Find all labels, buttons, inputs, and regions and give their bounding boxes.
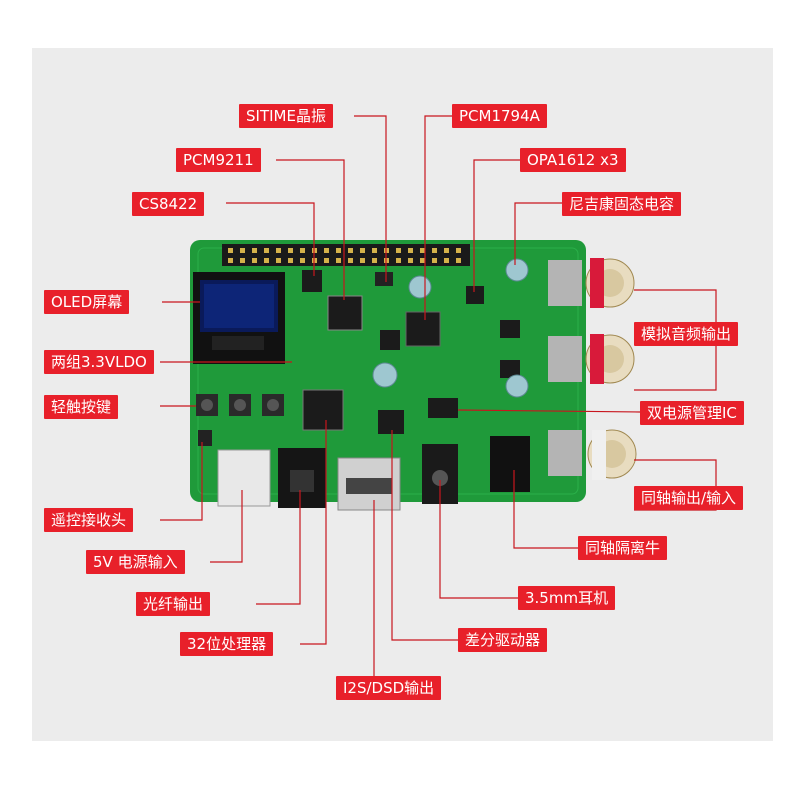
rca-jack-right bbox=[548, 334, 635, 384]
gpio-header bbox=[222, 244, 470, 266]
line-dual-power bbox=[457, 409, 641, 413]
label-headphone: 3.5mm耳机 bbox=[518, 586, 616, 610]
opa-chip-1 bbox=[466, 286, 484, 304]
line-coax-iso bbox=[513, 470, 578, 549]
line-headphone bbox=[439, 480, 518, 599]
label-nichicon: 尼吉康固态电容 bbox=[562, 192, 682, 216]
label-cs8422: CS8422 bbox=[132, 192, 205, 216]
capacitor bbox=[505, 374, 529, 398]
label-ldo: 两组3.3VLDO bbox=[44, 350, 154, 374]
cpu-chip bbox=[302, 389, 344, 431]
diff-driver-chip bbox=[378, 410, 404, 434]
label-oled: OLED屏幕 bbox=[44, 290, 130, 314]
line-cpu bbox=[300, 420, 327, 645]
line-opa1612 bbox=[473, 159, 520, 292]
power-jack bbox=[217, 449, 271, 507]
line-cs8422 bbox=[226, 202, 315, 276]
sitime-crystal bbox=[375, 272, 393, 286]
ldo-chip bbox=[380, 330, 400, 350]
label-pcm1794a: PCM1794A bbox=[452, 104, 547, 128]
line-pcm9211 bbox=[276, 159, 345, 300]
rca-jack-left bbox=[548, 258, 635, 308]
line-pcm1794a bbox=[424, 115, 452, 320]
label-diff: 差分驱动器 bbox=[458, 628, 548, 652]
rca-jack-coax bbox=[548, 429, 637, 480]
line-sitime bbox=[354, 115, 387, 282]
line-nichicon bbox=[514, 202, 562, 265]
line-power bbox=[210, 490, 243, 563]
label-pcm9211: PCM9211 bbox=[176, 148, 261, 172]
capacitor bbox=[505, 258, 529, 282]
line-optical bbox=[256, 490, 301, 605]
label-opa1612: OPA1612 x3 bbox=[520, 148, 626, 172]
line-coax bbox=[634, 459, 717, 511]
line-ir bbox=[160, 442, 203, 521]
label-optical: 光纤输出 bbox=[136, 592, 211, 616]
label-analog-out: 模拟音频输出 bbox=[634, 322, 739, 346]
cs8422-chip bbox=[302, 270, 322, 292]
tactile-buttons bbox=[196, 394, 284, 416]
label-buttons: 轻触按键 bbox=[44, 395, 119, 419]
label-sitime: SITIME晶振 bbox=[239, 104, 333, 128]
label-ir: 遥控接收头 bbox=[44, 508, 134, 532]
label-coax: 同轴输出/输入 bbox=[634, 486, 744, 510]
label-power: 5V 电源输入 bbox=[86, 550, 185, 574]
opa-chip-3 bbox=[500, 360, 520, 378]
pcm9211-chip bbox=[327, 295, 363, 331]
dual-power-ic bbox=[428, 398, 458, 418]
label-i2s: I2S/DSD输出 bbox=[336, 676, 442, 700]
capacitor bbox=[372, 362, 398, 388]
label-dual-power: 双电源管理IC bbox=[640, 401, 744, 425]
pcm1794a-chip bbox=[405, 311, 441, 347]
label-coax-iso: 同轴隔离牛 bbox=[578, 536, 668, 560]
opa-chip-2 bbox=[500, 320, 520, 338]
line-diff bbox=[391, 430, 458, 641]
oled-screen bbox=[193, 272, 285, 364]
coax-transformer bbox=[490, 436, 530, 492]
label-cpu: 32位处理器 bbox=[180, 632, 274, 656]
